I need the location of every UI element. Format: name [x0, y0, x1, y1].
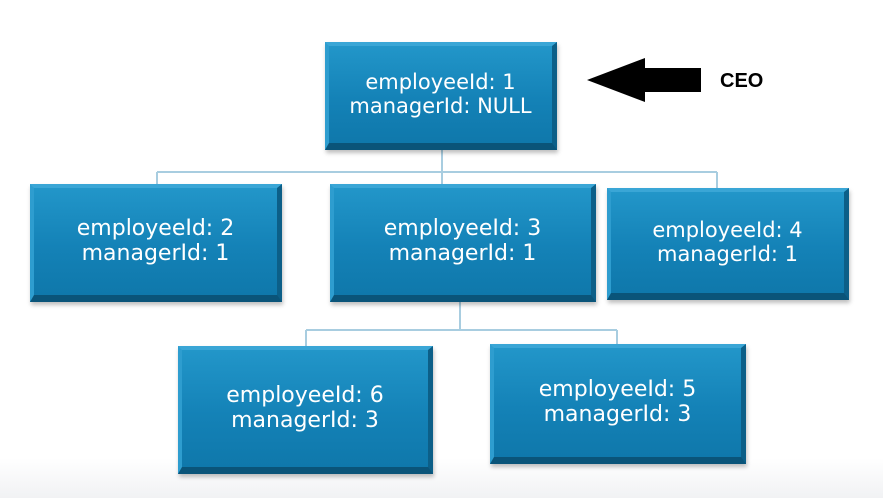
node-manager-id: managerId: NULL [349, 93, 532, 118]
node-employee-id: employeeId: 1 [365, 69, 516, 94]
node-employee-id: employeeId: 3 [383, 215, 542, 241]
org-node-employee-6: employeeId: 6 managerId: 3 [178, 346, 433, 474]
node-employee-id: employeeId: 5 [538, 376, 697, 402]
node-employee-id: employeeId: 2 [76, 215, 235, 241]
org-node-employee-4: employeeId: 4 managerId: 1 [607, 188, 849, 300]
org-node-employee-2: employeeId: 2 managerId: 1 [30, 184, 282, 302]
org-node-ceo: employeeId: 1 managerId: NULL [325, 42, 557, 150]
node-manager-id: managerId: 1 [656, 241, 799, 266]
org-node-employee-5: employeeId: 5 managerId: 3 [490, 344, 746, 464]
node-manager-id: managerId: 3 [231, 407, 379, 433]
org-node-employee-3: employeeId: 3 managerId: 1 [330, 184, 596, 302]
node-manager-id: managerId: 1 [388, 240, 537, 266]
node-employee-id: employeeId: 4 [652, 217, 803, 242]
node-manager-id: managerId: 3 [543, 401, 692, 427]
node-manager-id: managerId: 1 [81, 240, 230, 266]
node-employee-id: employeeId: 6 [226, 382, 384, 408]
ceo-label: CEO [720, 70, 764, 92]
